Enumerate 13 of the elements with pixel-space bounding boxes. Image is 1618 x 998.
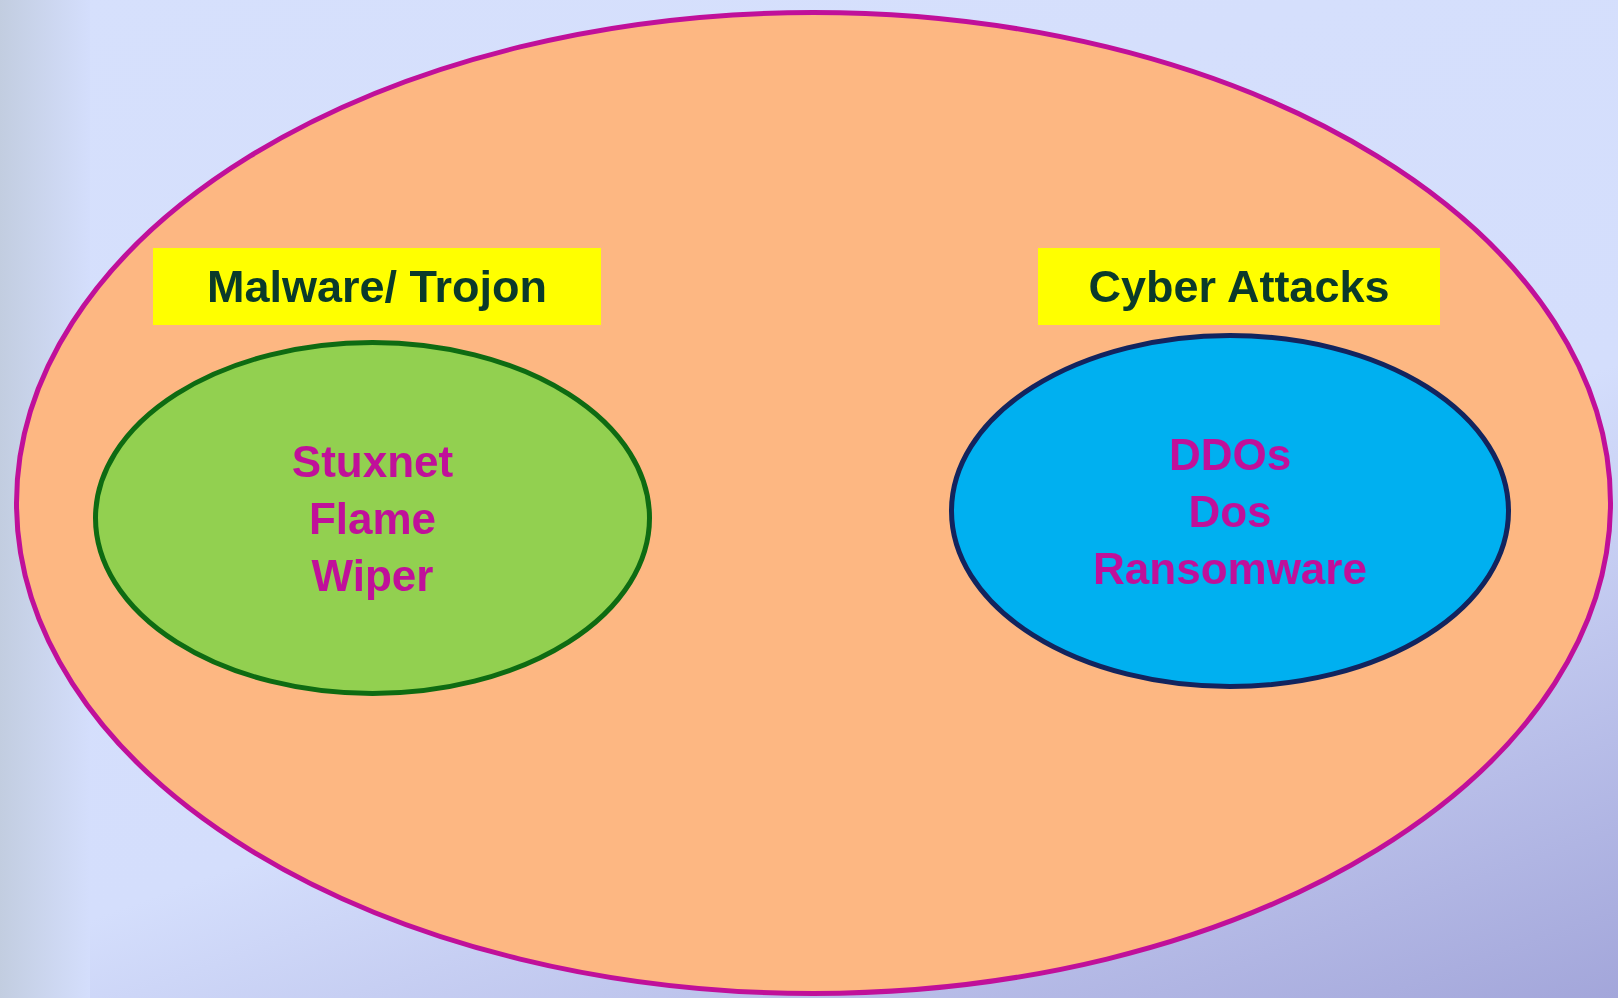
item-label: Wiper [311, 549, 434, 602]
heading-text: Cyber Attacks [1088, 259, 1390, 314]
heading-box [1038, 248, 1440, 325]
item-label: Stuxnet [291, 435, 454, 488]
category-ellipse [949, 333, 1511, 689]
item-label: Flame [308, 492, 437, 545]
item-label: DDOs [1168, 428, 1292, 481]
heading-text: Malware/ Trojon [206, 259, 548, 314]
item-label: Ransomware [1093, 542, 1367, 595]
heading-box [153, 248, 601, 325]
item-label: Dos [1188, 485, 1272, 538]
category-ellipse [93, 340, 652, 696]
outer-ellipse [14, 10, 1613, 996]
